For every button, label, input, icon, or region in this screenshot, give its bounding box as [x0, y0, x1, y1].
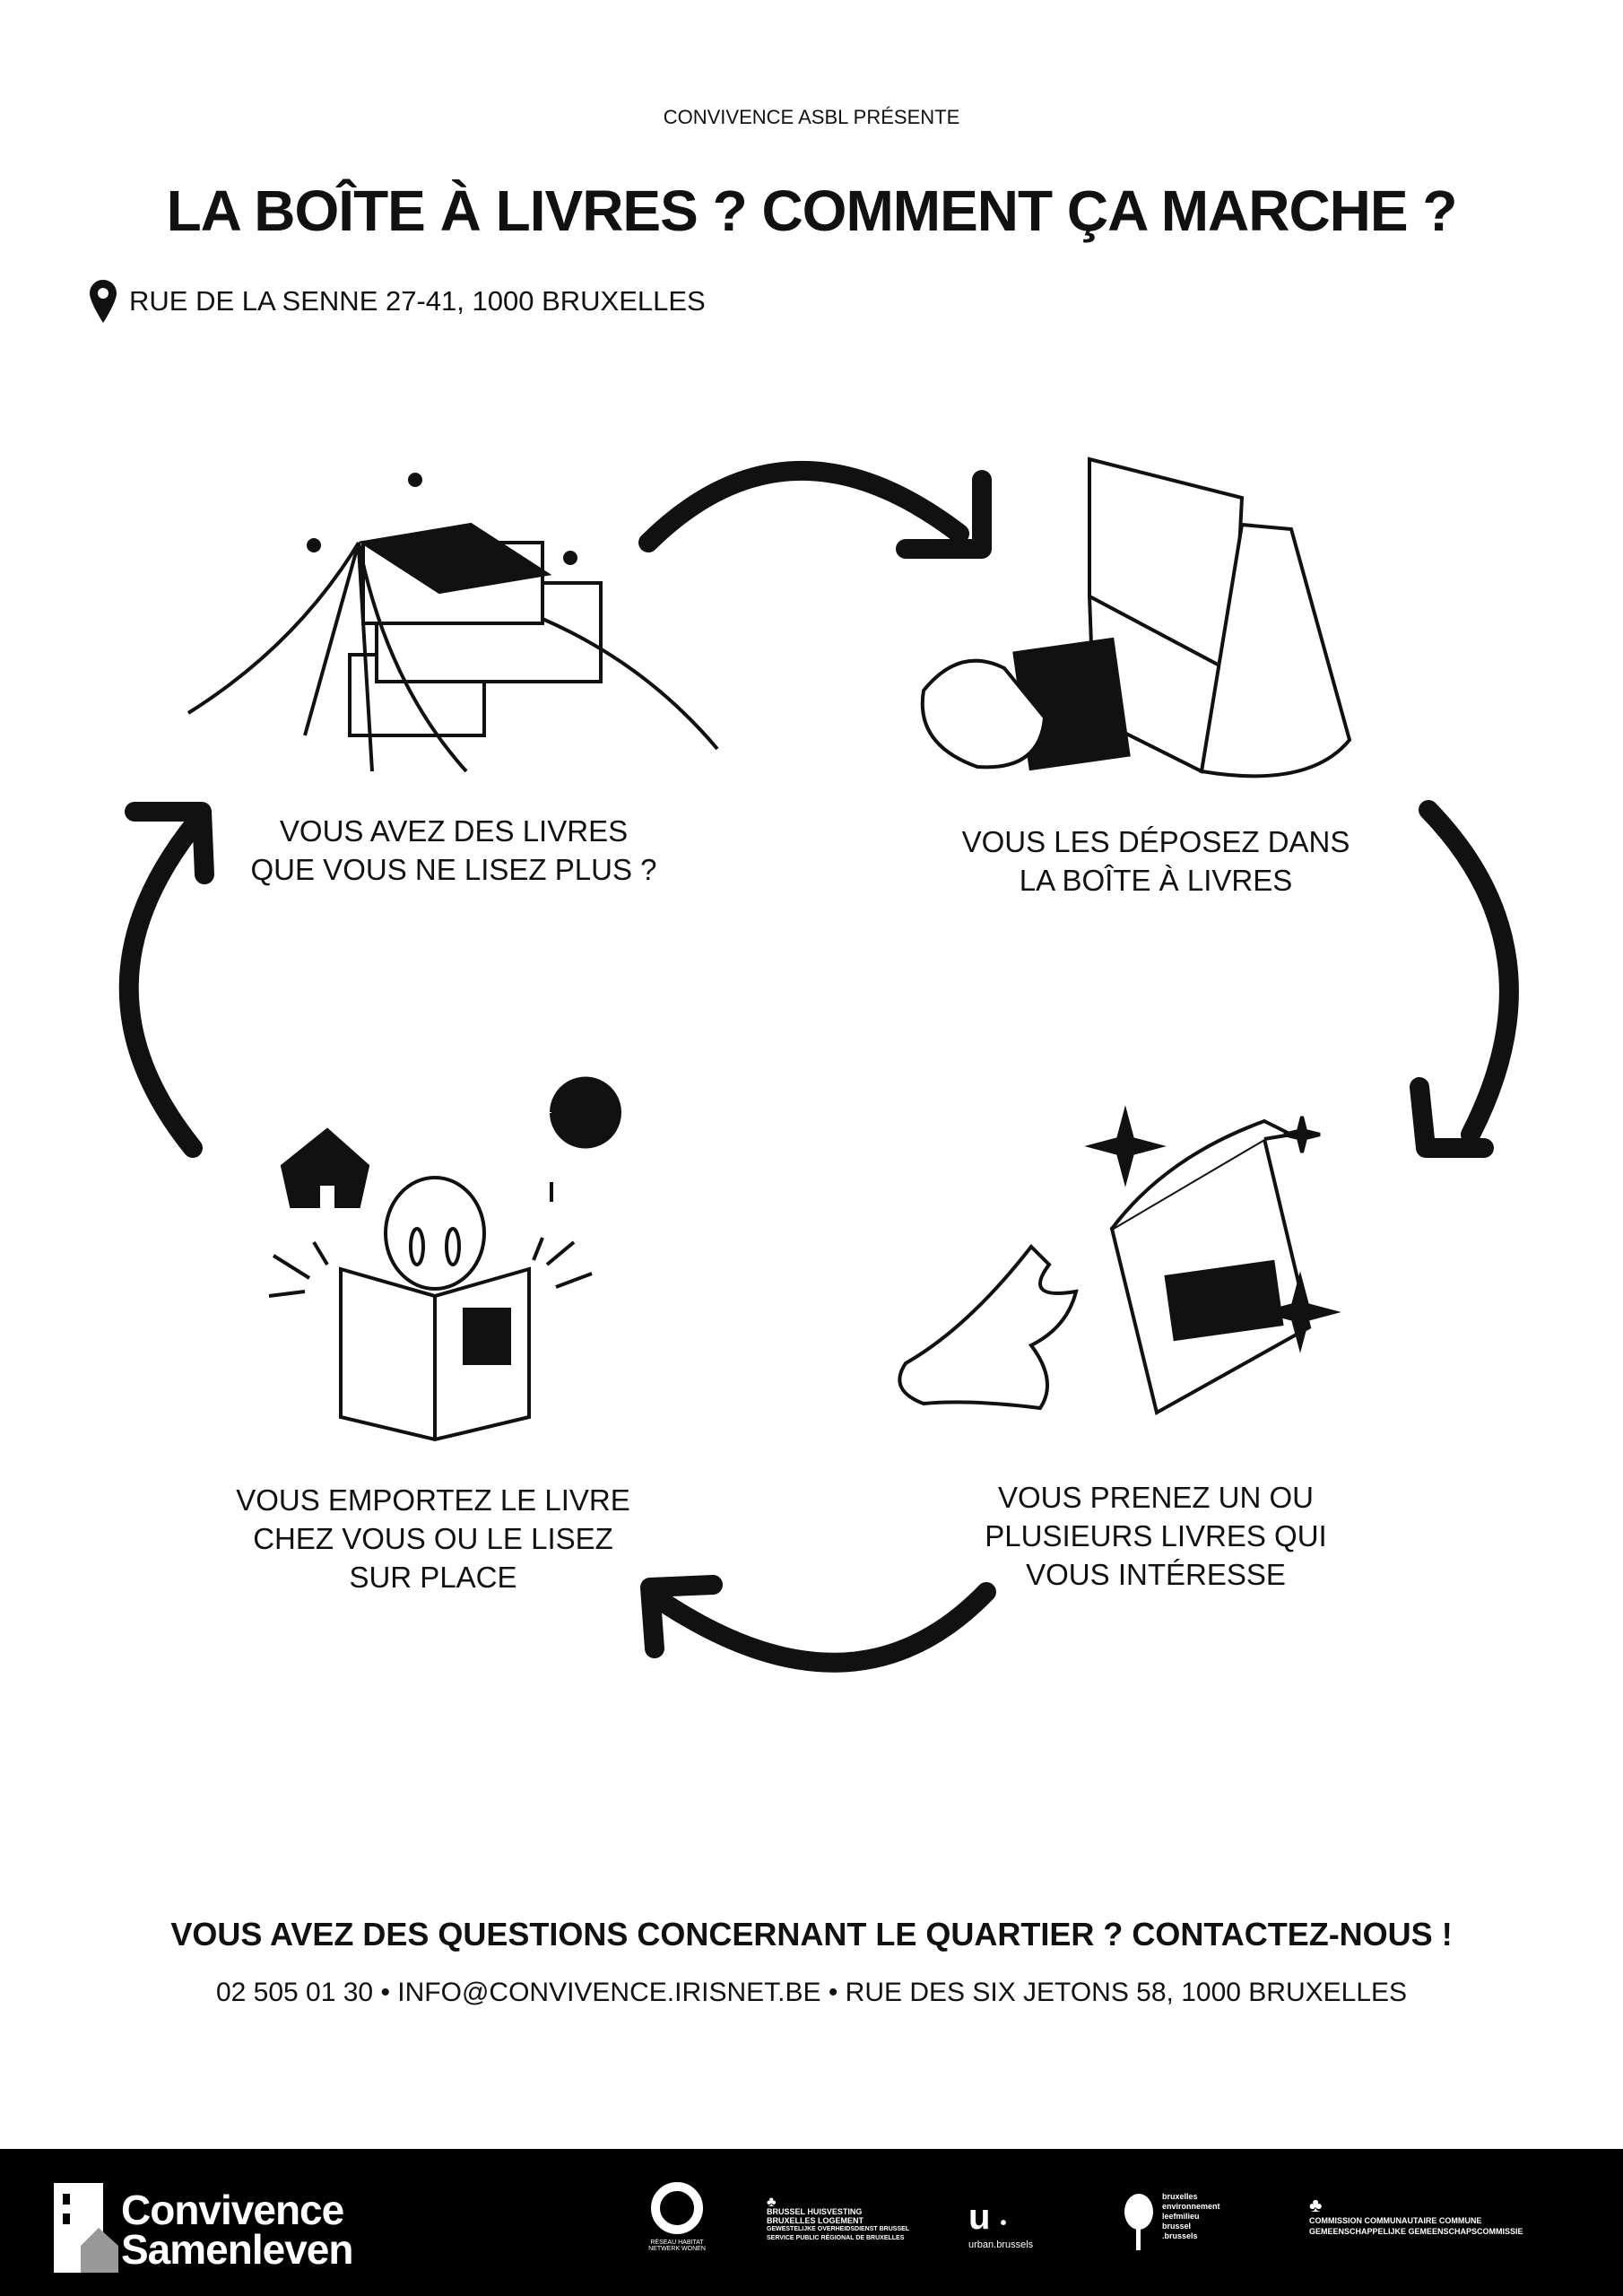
- step-3-line-1: VOUS PRENEZ UN OU: [997, 1481, 1315, 1514]
- page-title: LA BOÎTE À LIVRES ? COMMENT ÇA MARCHE ?: [166, 178, 1458, 243]
- step-2-line-1: VOUS LES DÉPOSEZ DANS: [961, 825, 1350, 858]
- address-text: RUE DE LA SENNE 27-41, 1000 BRUXELLES: [129, 285, 706, 317]
- logo-brussel-huisvesting: ♣ BRUSSEL HUISVESTING BRUXELLES LOGEMENT…: [767, 2195, 910, 2243]
- step-3-line-3: VOUS INTÉRESSE: [1026, 1558, 1286, 1591]
- step-3-caption: VOUS PRENEZ UN OU PLUSIEURS LIVRES QUI V…: [905, 1478, 1407, 1594]
- logo-text: environnement: [1162, 2202, 1220, 2211]
- contact-heading: VOUS AVEZ DES QUESTIONS CONCERNANT LE QU…: [170, 1916, 1453, 1952]
- iris-logo-icon: ♣: [767, 2195, 777, 2210]
- urban-logo-icon: u •: [968, 2197, 1007, 2237]
- ring-logo-icon: [651, 2182, 703, 2234]
- step-4-caption: VOUS EMPORTEZ LE LIVRE CHEZ VOUS OU LE L…: [182, 1481, 684, 1596]
- step-4-line-1: VOUS EMPORTEZ LE LIVRE: [236, 1483, 630, 1517]
- convivence-building-logo-icon: [54, 2183, 118, 2273]
- arrow-right: [1410, 800, 1519, 1158]
- logo-text: GEWESTELIJKE OVERHEIDSDIENST BRUSSEL: [767, 2226, 910, 2232]
- step-4-line-3: SUR PLACE: [349, 1561, 517, 1594]
- map-pin-icon: [90, 280, 117, 323]
- arrow-left: [118, 802, 214, 1158]
- arrow-top: [638, 460, 992, 559]
- logo-text: urban.brussels: [968, 2239, 1034, 2250]
- convivence-brand: Convivence Samenleven: [121, 2187, 353, 2273]
- logo-bruxelles-environnement: bruxelles environnement leefmilieu bruss…: [1121, 2192, 1220, 2255]
- books-with-cobwebs-illustration: [187, 473, 719, 773]
- logo-text: bruxelles: [1162, 2192, 1198, 2201]
- book-box-illustration: [920, 457, 1352, 778]
- iris-logo-icon: ♣: [1309, 2194, 1323, 2216]
- logo-urban-brussels: u • urban.brussels: [968, 2197, 1034, 2250]
- logo-text: GEMEENSCHAPPELIJKE GEMEENSCHAPSCOMMISSIE: [1309, 2227, 1523, 2236]
- logo-reseau-habitat: RÉSEAU HABITAT NETWERK WONEN: [641, 2181, 713, 2252]
- step-2-line-2: LA BOÎTE À LIVRES: [1019, 864, 1293, 897]
- book-and-hand-illustration: [898, 1105, 1341, 1416]
- step-1-line-2: QUE VOUS NE LISEZ PLUS ?: [250, 853, 657, 886]
- step-2-caption: VOUS LES DÉPOSEZ DANS LA BOÎTE À LIVRES: [905, 822, 1407, 900]
- person-reading-illustration: [268, 1076, 621, 1442]
- arrow-bottom: [640, 1575, 996, 1673]
- logo-text: BRUXELLES LOGEMENT: [767, 2216, 864, 2225]
- cycle-diagram: [118, 457, 1519, 1673]
- brand-line-2: Samenleven: [121, 2226, 353, 2273]
- logo-cocom: ♣ COMMISSION COMMUNAUTAIRE COMMUNE GEMEE…: [1309, 2196, 1523, 2237]
- logo-text: COMMISSION COMMUNAUTAIRE COMMUNE: [1309, 2216, 1482, 2225]
- tree-logo-icon: [1124, 2194, 1153, 2250]
- address: RUE DE LA SENNE 27-41, 1000 BRUXELLES: [90, 280, 706, 323]
- logo-text: BRUSSEL HUISVESTING: [767, 2207, 863, 2216]
- logo-text: .brussels: [1162, 2231, 1198, 2240]
- logo-text: brussel: [1162, 2222, 1192, 2231]
- logo-text: RÉSEAU HABITAT: [650, 2239, 704, 2246]
- step-4-line-2: CHEZ VOUS OU LE LISEZ: [253, 1522, 613, 1555]
- presenter-line: CONVIVENCE ASBL PRÉSENTE: [663, 106, 960, 128]
- contact-line: 02 505 01 30 • INFO@CONVIVENCE.IRISNET.B…: [215, 1978, 1408, 2007]
- step-1-caption: VOUS AVEZ DES LIVRES QUE VOUS NE LISEZ P…: [203, 812, 705, 889]
- brand-line-1: Convivence: [121, 2187, 344, 2233]
- step-3-line-2: PLUSIEURS LIVRES QUI: [985, 1519, 1327, 1552]
- logo-text: NETWERK WONEN: [648, 2246, 706, 2252]
- footer: Convivence Samenleven RÉSEAU HABITAT NET…: [0, 2149, 1623, 2296]
- step-1-line-1: VOUS AVEZ DES LIVRES: [279, 814, 629, 848]
- logo-text: leefmilieu: [1162, 2212, 1200, 2221]
- logo-text: SERVICE PUBLIC RÉGIONAL DE BRUXELLES: [767, 2235, 905, 2241]
